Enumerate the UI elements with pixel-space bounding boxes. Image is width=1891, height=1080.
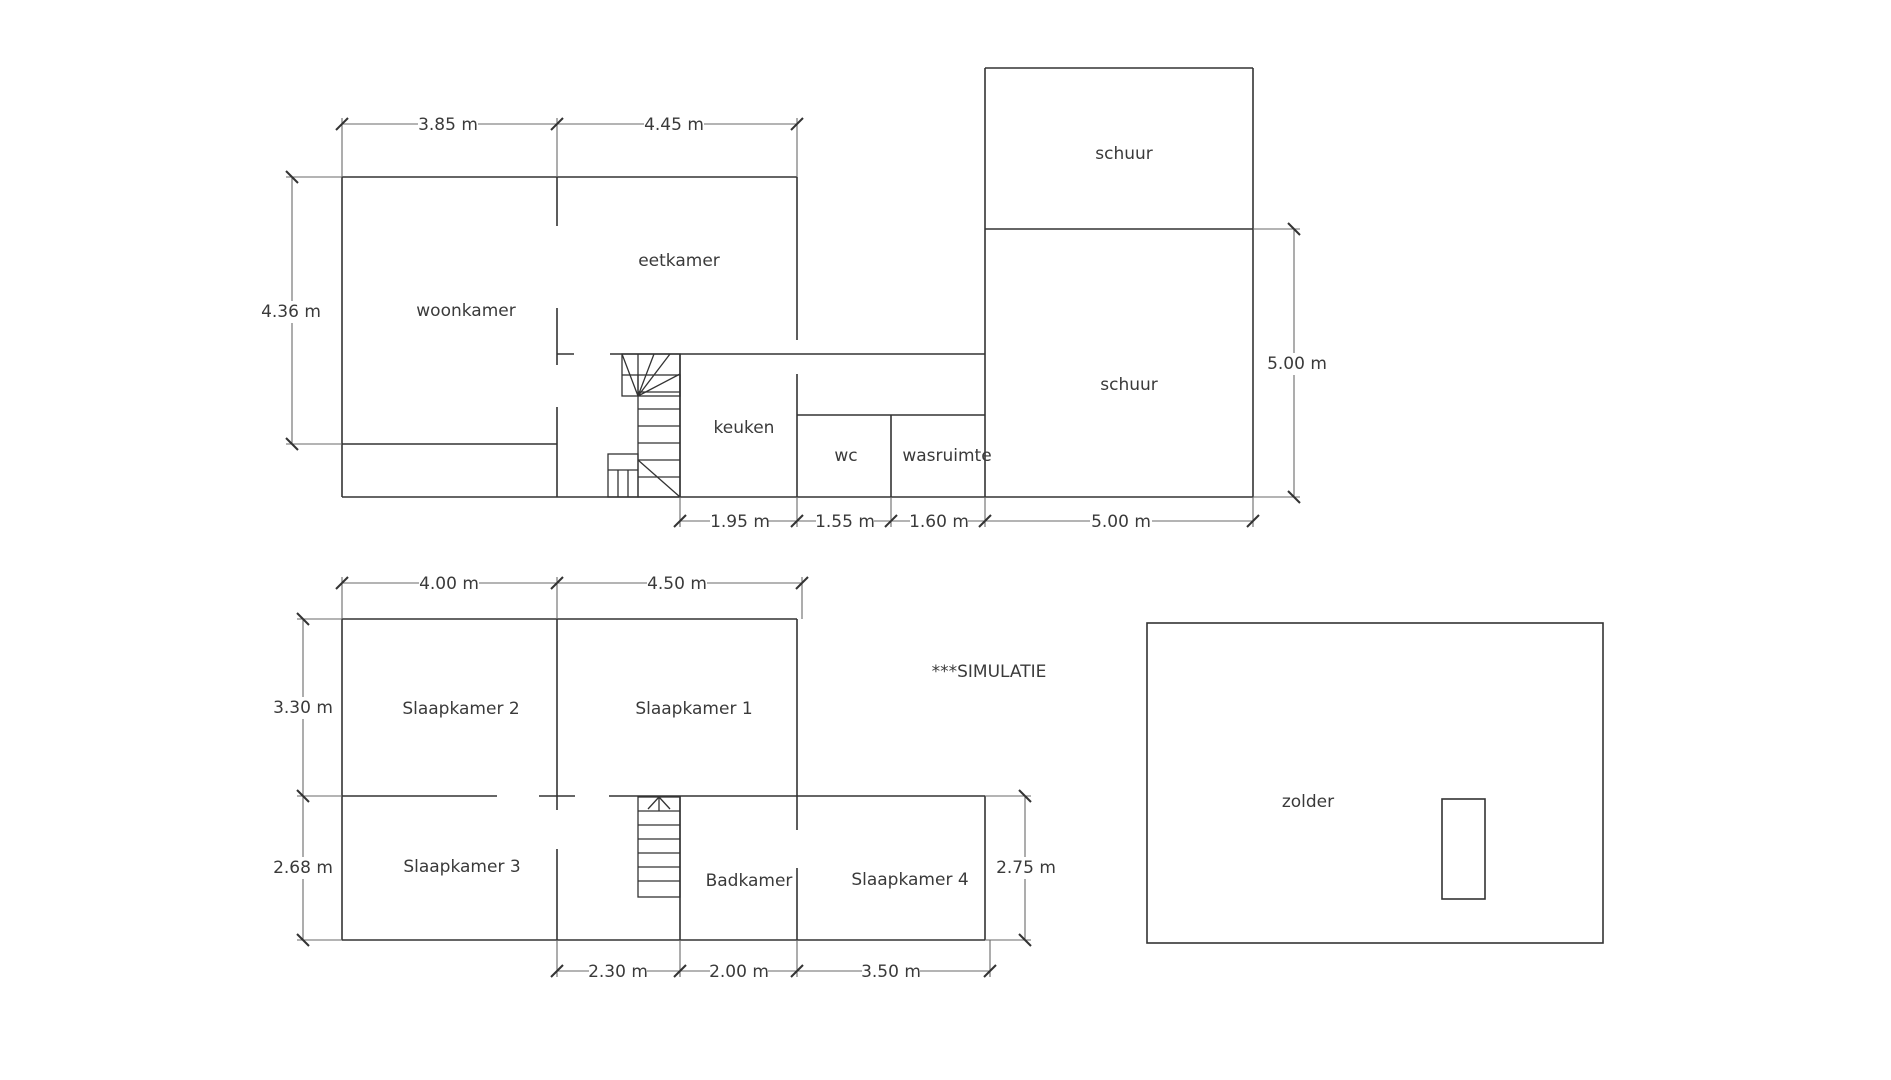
dimension-label: 2.75 m	[996, 858, 1056, 878]
dimension-label: 1.95 m	[710, 512, 770, 532]
staircase	[637, 796, 681, 898]
dimension-label: 2.00 m	[709, 962, 769, 982]
room-label-schuur: schuur	[1095, 144, 1153, 164]
dimension-label: 3.50 m	[861, 962, 921, 982]
dimension-label: 5.00 m	[1091, 512, 1151, 532]
staircase	[607, 353, 681, 498]
room-label-slaapkamer-2: Slaapkamer 2	[402, 699, 519, 719]
dimension-left: 4.36 m	[258, 170, 342, 451]
dimension-label: 4.00 m	[419, 574, 479, 594]
ground-floor: woonkamer eetkamer keuken wc wasruimte s…	[258, 67, 1330, 532]
dimension-label: 2.30 m	[588, 962, 648, 982]
room-label-slaapkamer-4: Slaapkamer 4	[851, 870, 968, 890]
dimension-label: 2.68 m	[273, 858, 333, 878]
room-label-woonkamer: woonkamer	[416, 301, 515, 321]
dimension-right: 2.75 m	[985, 789, 1060, 947]
room-label-zolder: zolder	[1282, 792, 1334, 812]
room-label-eetkamer: eetkamer	[638, 251, 720, 271]
attic-hatch	[1441, 798, 1486, 900]
dimension-label: 3.85 m	[418, 115, 478, 135]
dimension-bottom: 2.30 m 2.00 m 3.50 m	[550, 940, 997, 982]
room-label-slaapkamer-1: Slaapkamer 1	[635, 699, 752, 719]
dimension-right: 5.00 m	[1253, 222, 1330, 504]
room-label-schuur: schuur	[1100, 375, 1158, 395]
dimension-label: 1.55 m	[815, 512, 875, 532]
dimension-top: 3.85 m 4.45 m	[335, 114, 804, 177]
first-floor: Slaapkamer 2 Slaapkamer 1 Slaapkamer 3 B…	[270, 573, 1060, 982]
dimension-label: 1.60 m	[909, 512, 969, 532]
dimension-label: 3.30 m	[273, 698, 333, 718]
attic: zolder	[1146, 622, 1604, 944]
simulation-note: ***SIMULATIE	[932, 662, 1047, 682]
room-label-keuken: keuken	[714, 418, 775, 438]
dimension-label: 5.00 m	[1267, 354, 1327, 374]
dimension-top: 4.00 m 4.50 m	[335, 573, 809, 619]
dimension-label: 4.36 m	[261, 302, 321, 322]
room-label-wc: wc	[834, 446, 857, 466]
room-label-wasruimte: wasruimte	[902, 446, 991, 466]
dimension-label: 4.45 m	[644, 115, 704, 135]
dimension-bottom: 1.95 m 1.55 m 1.60 m 5.00 m	[673, 497, 1260, 532]
room-label-slaapkamer-3: Slaapkamer 3	[403, 857, 520, 877]
dimension-label: 4.50 m	[647, 574, 707, 594]
wall	[1146, 622, 1604, 944]
dimension-left: 3.30 m 2.68 m	[270, 612, 342, 947]
room-label-badkamer: Badkamer	[706, 871, 793, 891]
